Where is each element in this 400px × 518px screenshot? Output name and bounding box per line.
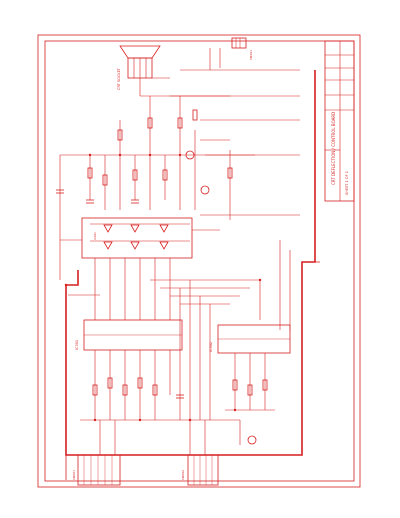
- crt-socket-symbol: CRT SOCKET: [117, 45, 170, 96]
- lower-wiring: [80, 350, 275, 455]
- ic301: IC301: [75, 319, 183, 351]
- upper-wiring: [59, 69, 300, 280]
- ic302: IC302: [209, 324, 291, 354]
- driver-block-label: U201: [93, 232, 97, 240]
- outer-frame: [37, 34, 361, 488]
- driver-block-u201: U201: [60, 217, 220, 259]
- crt-socket-label: CRT SOCKET: [117, 67, 121, 90]
- title-block-title: CRT DEFLECTION / CONTROL BOARD: [331, 112, 336, 185]
- connector-cn501: CN501: [72, 454, 121, 486]
- connector-cn101-label: CN101: [249, 50, 253, 60]
- connector-cn502-label: CN502: [181, 470, 185, 480]
- ic301-label: IC301: [75, 340, 79, 350]
- connector-cn101: CN101: [209, 37, 253, 70]
- junction-dots: [64, 153, 262, 422]
- title-block: CRT DEFLECTION / CONTROL BOARD SHEET 1 O…: [324, 40, 355, 202]
- inner-frame: [44, 40, 355, 482]
- transistor-q1: [185, 150, 257, 445]
- connector-cn501-label: CN501: [72, 470, 76, 480]
- passive-components-upper: [56, 109, 233, 204]
- title-block-sheet: SHEET 1 OF 1: [345, 171, 349, 195]
- main-bus: [65, 70, 316, 456]
- connector-cn502: CN502: [181, 454, 219, 486]
- ic302-label: IC302: [209, 342, 213, 352]
- middle-wiring: [68, 240, 291, 420]
